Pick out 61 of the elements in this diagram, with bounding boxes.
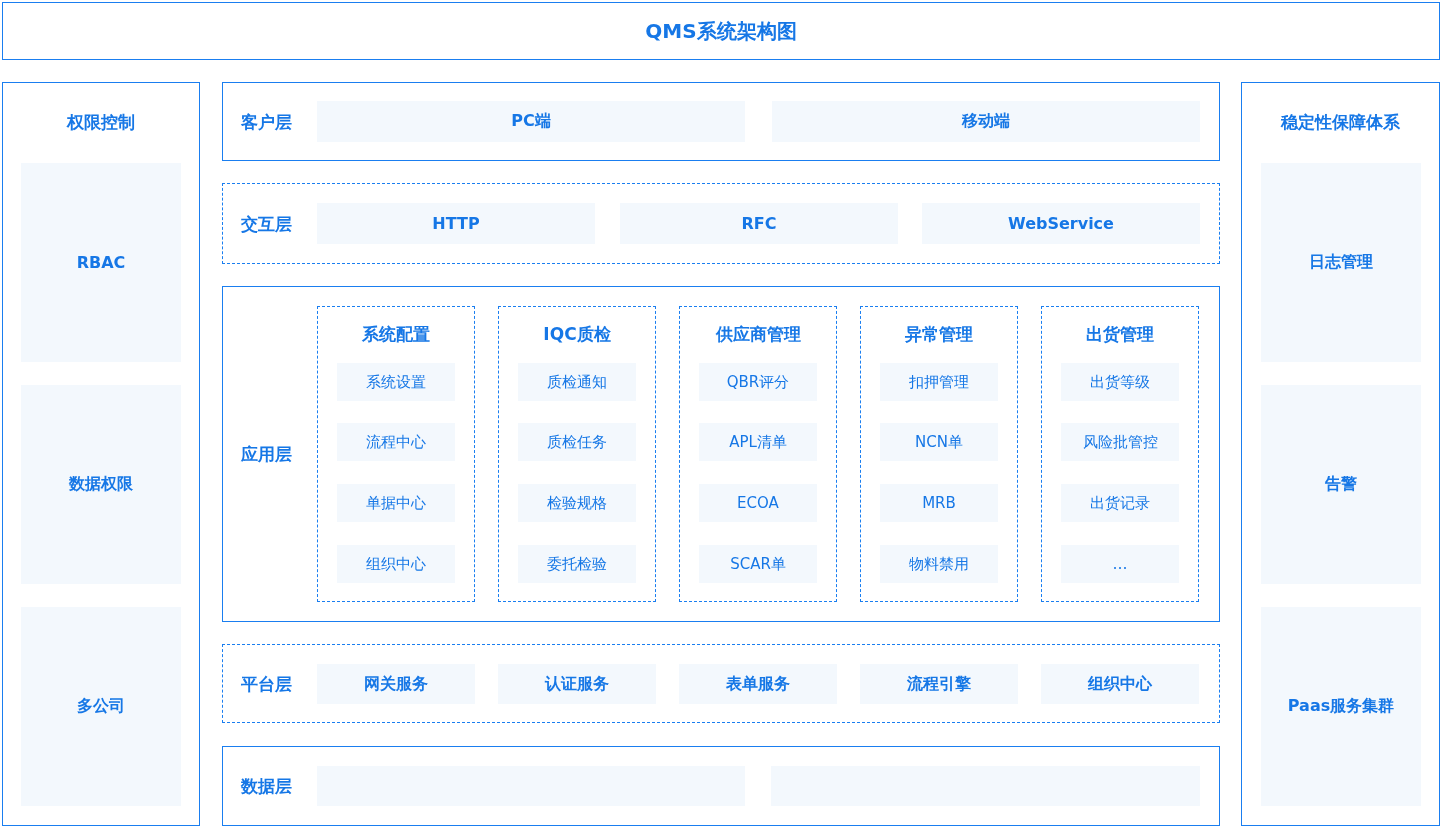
group-box	[498, 306, 656, 602]
module-box: 多公司	[21, 607, 181, 806]
panel-heading: 权限控制	[65, 111, 136, 134]
function-box: 系统设置	[337, 363, 455, 401]
function-box: 质检任务	[518, 423, 636, 461]
module-box: 组织中心	[1041, 664, 1199, 704]
function-box: …	[1061, 545, 1179, 583]
function-box: 出货记录	[1061, 484, 1179, 522]
module-box: 网关服务	[317, 664, 475, 704]
function-box: 委托检验	[518, 545, 636, 583]
function-box: 检验规格	[518, 484, 636, 522]
module-box: PC端	[317, 101, 745, 142]
function-box: 质检通知	[518, 363, 636, 401]
module-box: RBAC	[21, 163, 181, 362]
layer-label: 应用层	[241, 442, 292, 466]
group-heading: 出货管理	[1085, 323, 1155, 346]
function-box: ECOA	[699, 484, 817, 522]
group-heading: IQC质检	[542, 323, 612, 346]
module-box: WebService	[922, 203, 1200, 244]
module-box: HTTP	[317, 203, 595, 244]
module-box: RFC	[620, 203, 898, 244]
layer-label: 客户层	[241, 110, 292, 133]
function-box: APL清单	[699, 423, 817, 461]
module-box: 移动端	[772, 101, 1200, 142]
module-box: 认证服务	[498, 664, 656, 704]
side-panel	[1241, 82, 1440, 826]
module-box: Paas服务集群	[1261, 607, 1421, 806]
title-banner: QMS系统架构图	[2, 2, 1440, 60]
function-box: 扣押管理	[880, 363, 998, 401]
function-box: 流程中心	[337, 423, 455, 461]
function-box: 出货等级	[1061, 363, 1179, 401]
function-box: NCN单	[880, 423, 998, 461]
module-box: 表单服务	[679, 664, 837, 704]
layer-panel	[222, 644, 1220, 723]
layer-label: 数据层	[241, 774, 292, 798]
function-box: SCAR单	[699, 545, 817, 583]
group-box	[860, 306, 1018, 602]
function-box: 单据中心	[337, 484, 455, 522]
group-heading: 异常管理	[904, 323, 974, 346]
module-box: 日志管理	[1261, 163, 1421, 362]
side-panel	[2, 82, 200, 826]
group-box	[1041, 306, 1199, 602]
module-box: 数据权限	[21, 385, 181, 584]
function-box: MRB	[880, 484, 998, 522]
group-heading: 供应商管理	[714, 323, 802, 346]
layer-panel	[222, 746, 1220, 826]
group-heading: 系统配置	[361, 323, 431, 346]
function-box: 组织中心	[337, 545, 455, 583]
module-box: 流程引擎	[860, 664, 1018, 704]
group-box	[317, 306, 475, 602]
layer-panel	[222, 183, 1220, 264]
panel-heading: 稳定性保障体系	[1279, 111, 1401, 134]
layer-label: 交互层	[241, 212, 292, 235]
layer-label: 平台层	[241, 672, 292, 695]
layer-panel	[222, 82, 1220, 161]
layer-panel	[222, 286, 1220, 622]
function-box: 风险批管控	[1061, 423, 1179, 461]
module-box: 告警	[1261, 385, 1421, 584]
group-box	[679, 306, 837, 602]
function-box: 物料禁用	[880, 545, 998, 583]
function-box: QBR评分	[699, 363, 817, 401]
